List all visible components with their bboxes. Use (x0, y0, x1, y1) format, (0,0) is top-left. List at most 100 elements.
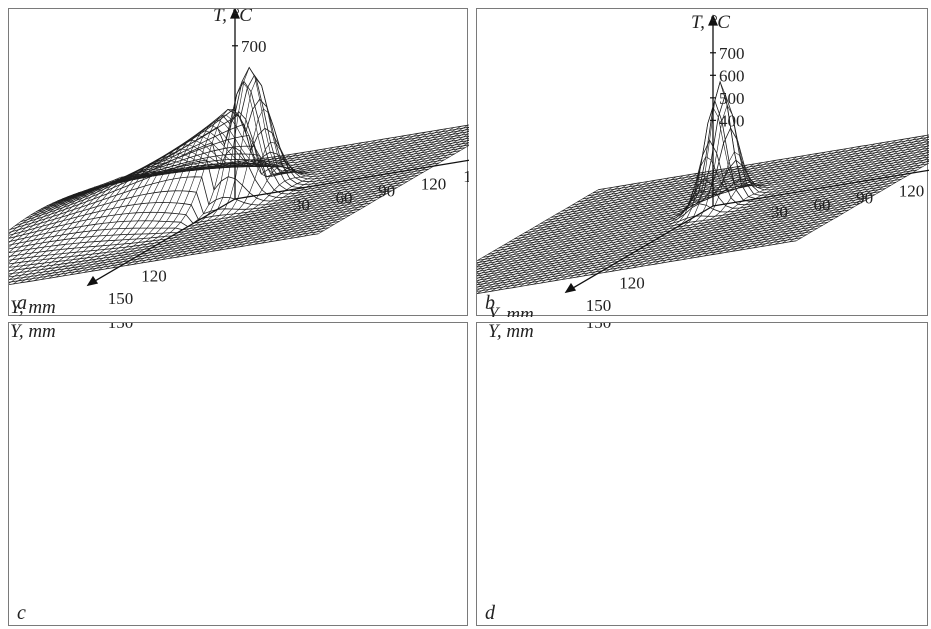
mesh-line-x (477, 185, 620, 271)
y-axis (87, 198, 236, 286)
x-axis (712, 169, 929, 207)
mesh-line-x (732, 135, 929, 252)
mesh-line-x (725, 135, 925, 253)
mesh-line-x (519, 169, 720, 287)
x-tick-label: 120 (421, 174, 447, 193)
mesh-line-x (190, 137, 391, 256)
mesh-line-x (318, 145, 469, 235)
mesh-line-x (781, 156, 929, 244)
z-axis-label: T, °C (213, 9, 252, 26)
y-tick-label: 120 (619, 273, 645, 292)
z-tick-label: 700 (241, 37, 267, 56)
mesh-line-x (483, 175, 684, 293)
mesh-line-x (161, 142, 362, 260)
mesh-line-x (9, 174, 135, 239)
mesh-line-x (477, 188, 606, 265)
mesh-line-x (604, 80, 805, 273)
mesh-line-x (126, 80, 327, 266)
mesh-line-x (625, 151, 826, 270)
mesh-line-x (477, 183, 634, 276)
mesh-line-x (654, 147, 854, 265)
mesh-line-x (477, 180, 656, 285)
mesh-line-x (133, 66, 334, 265)
mesh-line-x (204, 135, 405, 253)
mesh-line-x (147, 108, 348, 263)
mesh-line-x (675, 143, 876, 261)
mesh-line-x (254, 127, 455, 245)
mesh-line-x (55, 148, 256, 278)
mesh-line-x (9, 165, 206, 284)
panel-label: b (485, 292, 495, 314)
mesh-line-x (739, 138, 929, 251)
mesh-line-x (533, 167, 734, 285)
mesh-line-x (261, 126, 462, 244)
mesh-line-x (169, 141, 369, 259)
mesh-line-x (647, 148, 847, 266)
mesh-line-x (689, 141, 890, 259)
mesh-line-x (703, 138, 904, 257)
axes-a (86, 9, 469, 287)
mesh-line-x (232, 130, 433, 249)
mesh-line-x (76, 135, 277, 274)
x-tick-label: 90 (378, 181, 395, 200)
mesh-line-x (796, 162, 929, 242)
mesh-line-x (275, 127, 469, 242)
mesh-line-x (9, 168, 178, 268)
mesh-line-x (9, 169, 171, 263)
z-tick-label: 600 (719, 66, 745, 85)
mesh-line-x (767, 150, 929, 246)
mesh-line-x (311, 142, 469, 236)
mesh-line-x (710, 137, 911, 256)
mesh-line-x (105, 114, 305, 270)
mesh-line-x (576, 160, 776, 278)
y-tick-label: 150 (108, 289, 134, 308)
mesh-line-x (48, 152, 249, 279)
mesh-line-x (19, 163, 220, 284)
mesh-line-x (12, 164, 213, 285)
panel-c: 700600500400300T, °C306090120150X, mm120… (8, 322, 468, 626)
mesh-line-x (760, 147, 929, 247)
panel-label: d (485, 602, 496, 624)
mesh-line-x (62, 144, 263, 277)
mesh-line-x (497, 173, 698, 291)
mesh-line-x (661, 145, 862, 264)
x-tick-label: 150 (463, 167, 469, 186)
mesh-line-x (9, 166, 192, 277)
mesh-line-x (668, 144, 869, 263)
panel-label: a (17, 292, 27, 314)
y-tick-label: 150 (108, 323, 134, 332)
mesh-line-x (240, 129, 440, 247)
x-tick-label: 120 (899, 181, 925, 200)
mesh-a (9, 66, 469, 286)
mesh-line-x (90, 125, 291, 272)
mesh-line-x (477, 184, 627, 273)
mesh-line-x (176, 140, 376, 258)
panel-label: c (17, 602, 26, 624)
mesh-line-x (41, 156, 242, 280)
mesh-line-x (547, 164, 748, 283)
mesh-line-x (303, 139, 469, 237)
mesh-line-x (247, 128, 447, 246)
mesh-line-x (746, 141, 929, 250)
mesh-line-x (477, 176, 677, 294)
y-axis-label: Y, mm (488, 323, 534, 342)
mesh-line-x (218, 133, 419, 251)
mesh-line-x (477, 182, 641, 279)
mesh-line-x (477, 187, 613, 268)
mesh-line-x (696, 140, 897, 258)
mesh-line-x (34, 159, 234, 281)
mesh-line-x (590, 156, 791, 276)
surface-plot-c: 700600500400300T, °C306090120150X, mm120… (10, 323, 134, 624)
y-tick-label: 150 (586, 296, 612, 315)
mesh-line-x (583, 158, 783, 277)
mesh-line-x (112, 109, 313, 269)
axes-b (564, 14, 929, 294)
y-tick-label: 150 (586, 323, 612, 332)
mesh-line-y (9, 218, 345, 272)
mesh-line-x (554, 163, 755, 281)
mesh-line-x (477, 178, 663, 288)
mesh-line-x (526, 168, 727, 286)
mesh-line-x (512, 170, 712, 289)
